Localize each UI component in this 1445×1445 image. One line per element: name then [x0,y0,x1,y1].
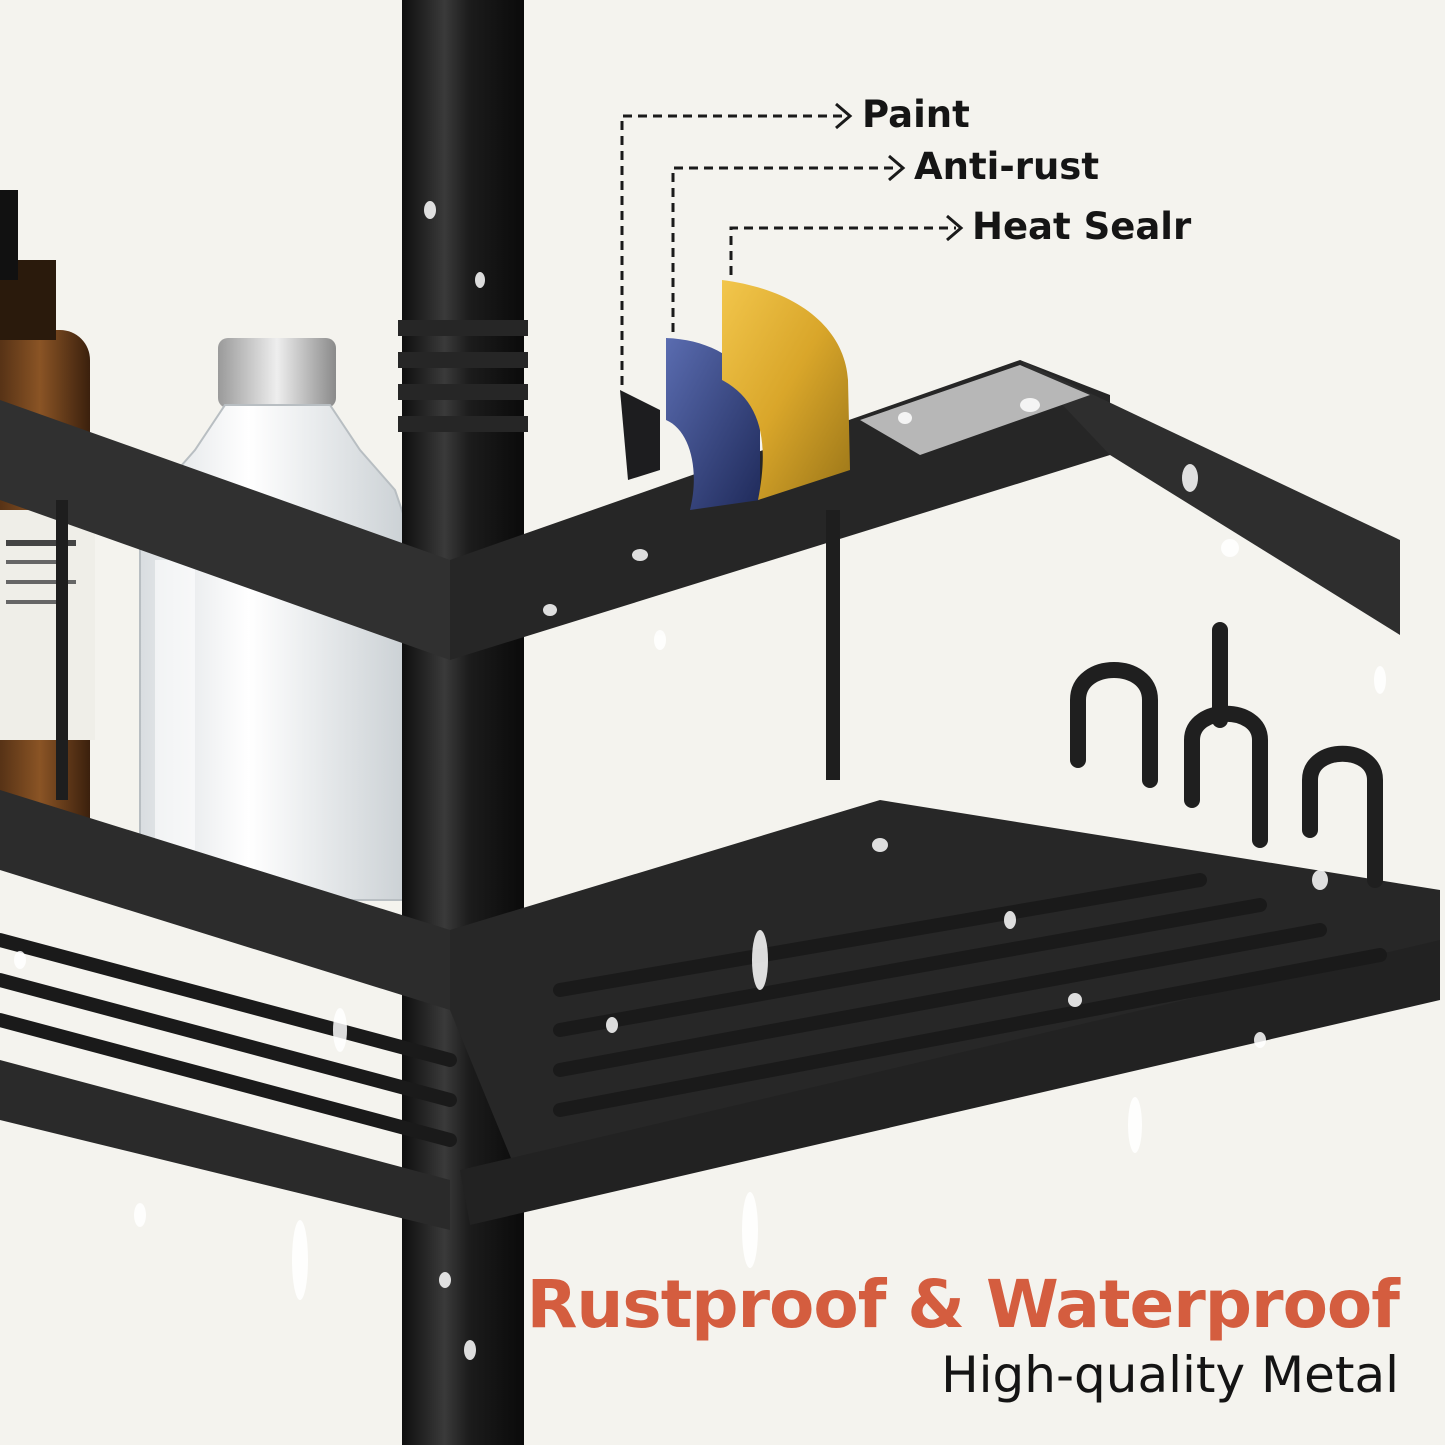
water-droplets [14,201,1386,1360]
callout-paint-label: Paint [862,93,970,136]
callout-heat-sealr-label: Heat Sealr [972,205,1192,248]
lower-basket [0,790,1440,1230]
callout-leaders [620,114,956,385]
callout-arrowheads [835,102,964,242]
tension-pole [398,0,528,1445]
basket-hooks [1070,622,1383,888]
headline: Rustproof & Waterproof [526,1266,1400,1343]
subheadline: High-quality Metal [941,1346,1399,1404]
callout-anti-rust-label: Anti-rust [914,145,1099,188]
coating-layers [620,280,850,510]
upper-shelf [0,360,1400,800]
